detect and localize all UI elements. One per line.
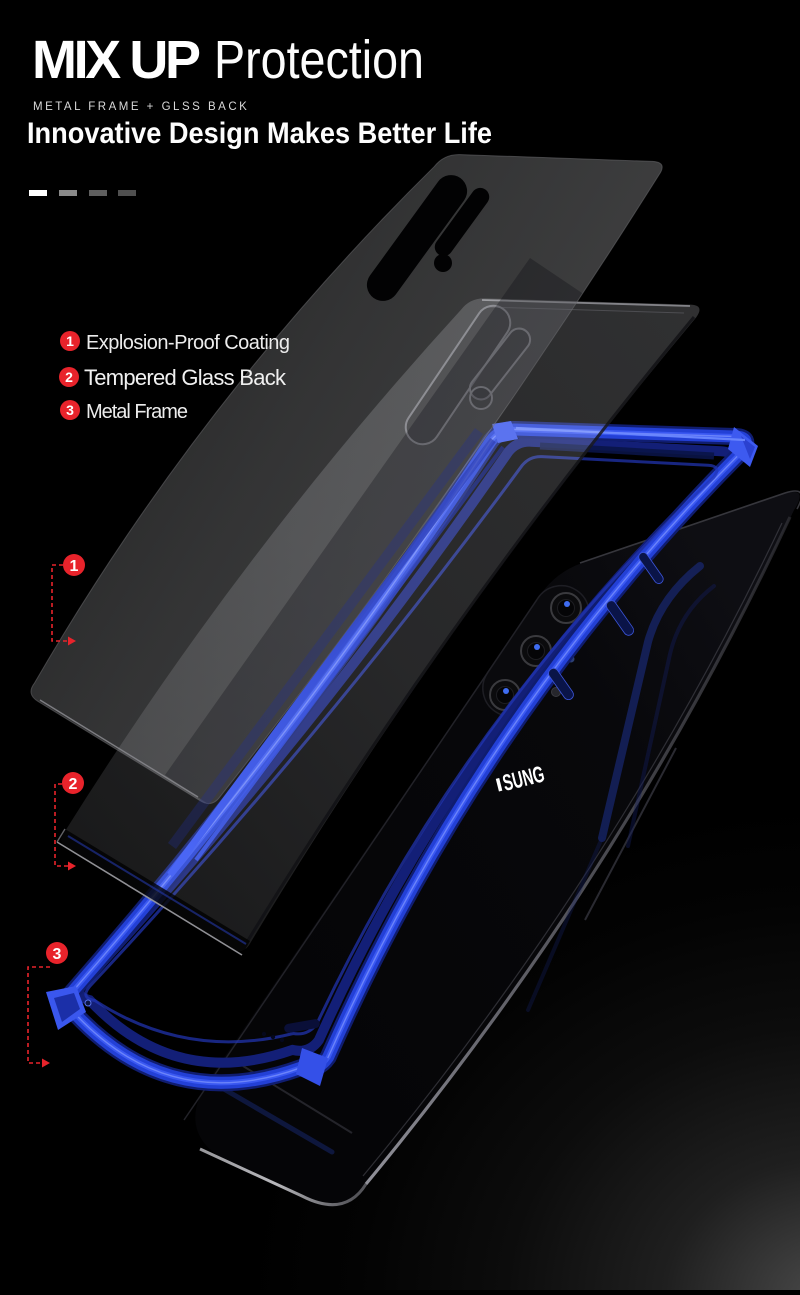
svg-text:Protection: Protection xyxy=(214,30,424,90)
svg-text:2: 2 xyxy=(69,776,78,793)
svg-text:MIX UP: MIX UP xyxy=(32,30,201,90)
svg-text:Tempered Glass Back: Tempered Glass Back xyxy=(84,365,287,390)
svg-text:3: 3 xyxy=(66,402,74,418)
svg-text:2: 2 xyxy=(65,369,73,385)
svg-text:1: 1 xyxy=(66,333,74,349)
svg-text:Metal Frame: Metal Frame xyxy=(86,401,188,423)
svg-text:Innovative Design Makes Better: Innovative Design Makes Better Life xyxy=(27,117,492,150)
svg-text:Explosion-Proof Coating: Explosion-Proof Coating xyxy=(86,332,290,354)
svg-text:1: 1 xyxy=(70,558,79,575)
svg-text:METAL FRAME + GLSS BACK: METAL FRAME + GLSS BACK xyxy=(33,101,251,113)
svg-text:3: 3 xyxy=(53,946,62,963)
